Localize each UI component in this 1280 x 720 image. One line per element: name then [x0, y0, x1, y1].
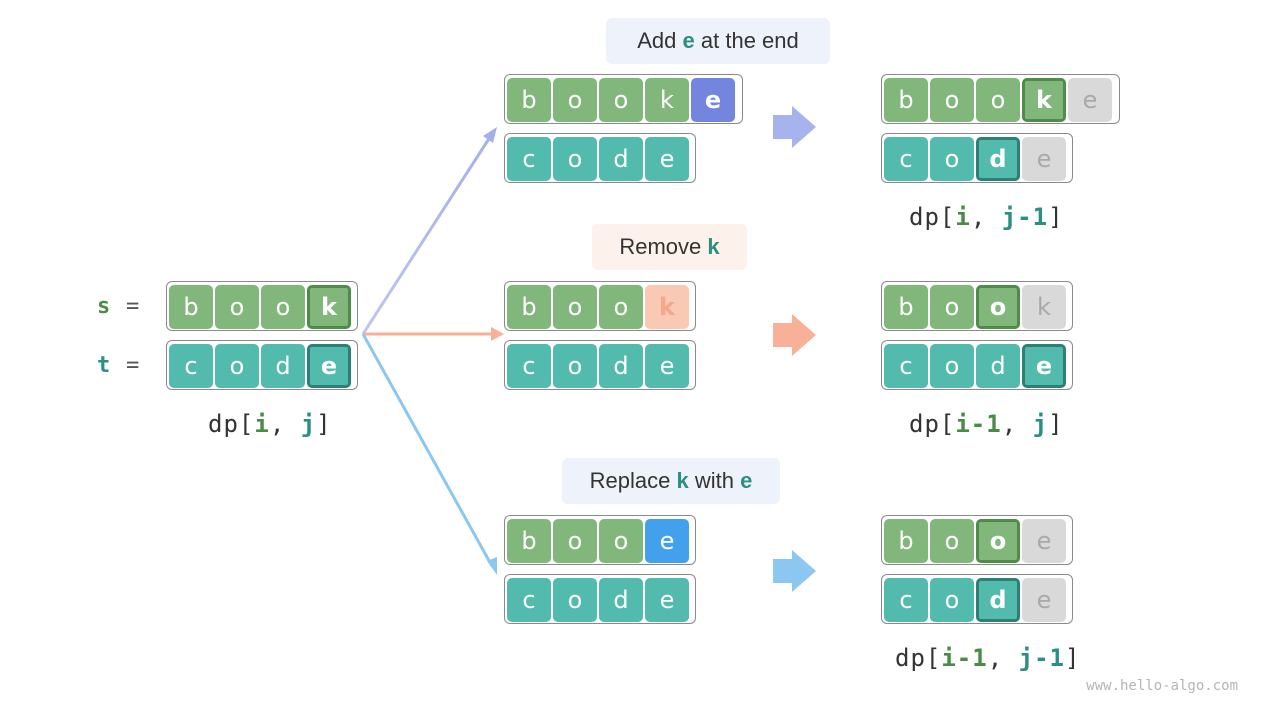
- char-cell: o: [215, 344, 259, 388]
- char-cell-highlighted: e: [307, 344, 351, 388]
- s-equals: =: [126, 294, 140, 319]
- remove-middle-t-row: c o d e: [504, 340, 696, 390]
- add-right-s-row: b o o k e: [881, 74, 1120, 124]
- char-cell: o: [553, 344, 597, 388]
- add-operation-label: Add e at the end: [606, 18, 830, 64]
- char-cell: b: [169, 285, 213, 329]
- char-cell: o: [215, 285, 259, 329]
- replace-middle-s-row: b o o e: [504, 515, 696, 565]
- char-cell: o: [599, 519, 643, 563]
- remove-result-arrow: [773, 314, 816, 356]
- left-t-row: c o d e: [166, 340, 358, 390]
- char-cell-highlighted: d: [976, 578, 1020, 622]
- add-branch-arrowhead: [483, 127, 497, 143]
- char-cell: o: [553, 137, 597, 181]
- char-cell-highlighted: k: [1022, 78, 1066, 122]
- remove-dp-label: dp[i-1, j]: [909, 410, 1064, 438]
- replace-right-t-row: c o d e: [881, 574, 1073, 624]
- char-cell: b: [884, 519, 928, 563]
- char-cell: c: [884, 344, 928, 388]
- char-cell: e: [645, 137, 689, 181]
- char-cell-highlighted: o: [976, 285, 1020, 329]
- char-cell-highlighted: e: [1022, 344, 1066, 388]
- replace-dp-label: dp[i-1, j-1]: [895, 644, 1081, 672]
- char-cell: c: [507, 344, 551, 388]
- replace-right-s-row: b o o e: [881, 515, 1073, 565]
- add-branch-arrow: [361, 133, 494, 335]
- char-cell: o: [976, 78, 1020, 122]
- char-cell-ghost: e: [1022, 519, 1066, 563]
- add-right-t-row: c o d e: [881, 133, 1073, 183]
- add-dp-label: dp[i, j-1]: [909, 203, 1064, 231]
- remove-right-t-row: c o d e: [881, 340, 1073, 390]
- t-variable-label: t: [97, 353, 111, 378]
- char-cell-ghost: e: [1068, 78, 1112, 122]
- char-cell: o: [930, 344, 974, 388]
- char-cell: d: [599, 344, 643, 388]
- char-cell: o: [599, 285, 643, 329]
- char-cell: e: [645, 578, 689, 622]
- char-cell-highlighted: k: [307, 285, 351, 329]
- left-dp-label: dp[i, j]: [208, 410, 332, 438]
- char-cell: c: [884, 137, 928, 181]
- char-cell-removed: k: [645, 285, 689, 329]
- replace-branch-arrow: [361, 333, 494, 567]
- char-cell: o: [599, 78, 643, 122]
- t-equals: =: [126, 353, 140, 378]
- char-cell: c: [507, 578, 551, 622]
- char-cell: b: [507, 285, 551, 329]
- char-cell: b: [884, 285, 928, 329]
- remove-operation-label: Remove k: [592, 224, 747, 270]
- char-cell: d: [261, 344, 305, 388]
- char-cell-ghost: k: [1022, 285, 1066, 329]
- char-cell: c: [169, 344, 213, 388]
- char-cell-highlighted: o: [976, 519, 1020, 563]
- char-cell: o: [930, 519, 974, 563]
- char-cell: k: [645, 78, 689, 122]
- remove-middle-s-row: b o o k: [504, 281, 696, 331]
- add-middle-t-row: c o d e: [504, 133, 696, 183]
- char-cell: o: [553, 578, 597, 622]
- watermark: www.hello-algo.com: [1086, 678, 1238, 694]
- replace-branch-arrowhead: [487, 557, 497, 575]
- char-cell: d: [599, 137, 643, 181]
- char-cell: d: [976, 344, 1020, 388]
- add-middle-s-row: b o o k e: [504, 74, 743, 124]
- char-cell: b: [507, 78, 551, 122]
- left-s-row: b o o k: [166, 281, 358, 331]
- char-cell: o: [553, 78, 597, 122]
- char-cell-ghost: e: [1022, 578, 1066, 622]
- replace-operation-label: Replace k with e: [562, 458, 780, 504]
- s-variable-label: s: [97, 294, 111, 319]
- char-cell: o: [930, 78, 974, 122]
- char-cell: e: [645, 344, 689, 388]
- char-cell: b: [884, 78, 928, 122]
- char-cell: d: [599, 578, 643, 622]
- char-cell: o: [553, 519, 597, 563]
- replace-middle-t-row: c o d e: [504, 574, 696, 624]
- replace-result-arrow: [773, 550, 816, 592]
- char-cell-highlighted: d: [976, 137, 1020, 181]
- char-cell-ghost: e: [1022, 137, 1066, 181]
- char-cell: o: [930, 137, 974, 181]
- char-cell: o: [930, 578, 974, 622]
- remove-right-s-row: b o o k: [881, 281, 1073, 331]
- remove-branch-arrowhead: [491, 327, 504, 341]
- char-cell: c: [884, 578, 928, 622]
- char-cell: o: [261, 285, 305, 329]
- char-cell: c: [507, 137, 551, 181]
- char-cell-added: e: [691, 78, 735, 122]
- char-cell: o: [553, 285, 597, 329]
- char-cell: b: [507, 519, 551, 563]
- char-cell: o: [930, 285, 974, 329]
- add-result-arrow: [773, 106, 816, 148]
- char-cell-replaced: e: [645, 519, 689, 563]
